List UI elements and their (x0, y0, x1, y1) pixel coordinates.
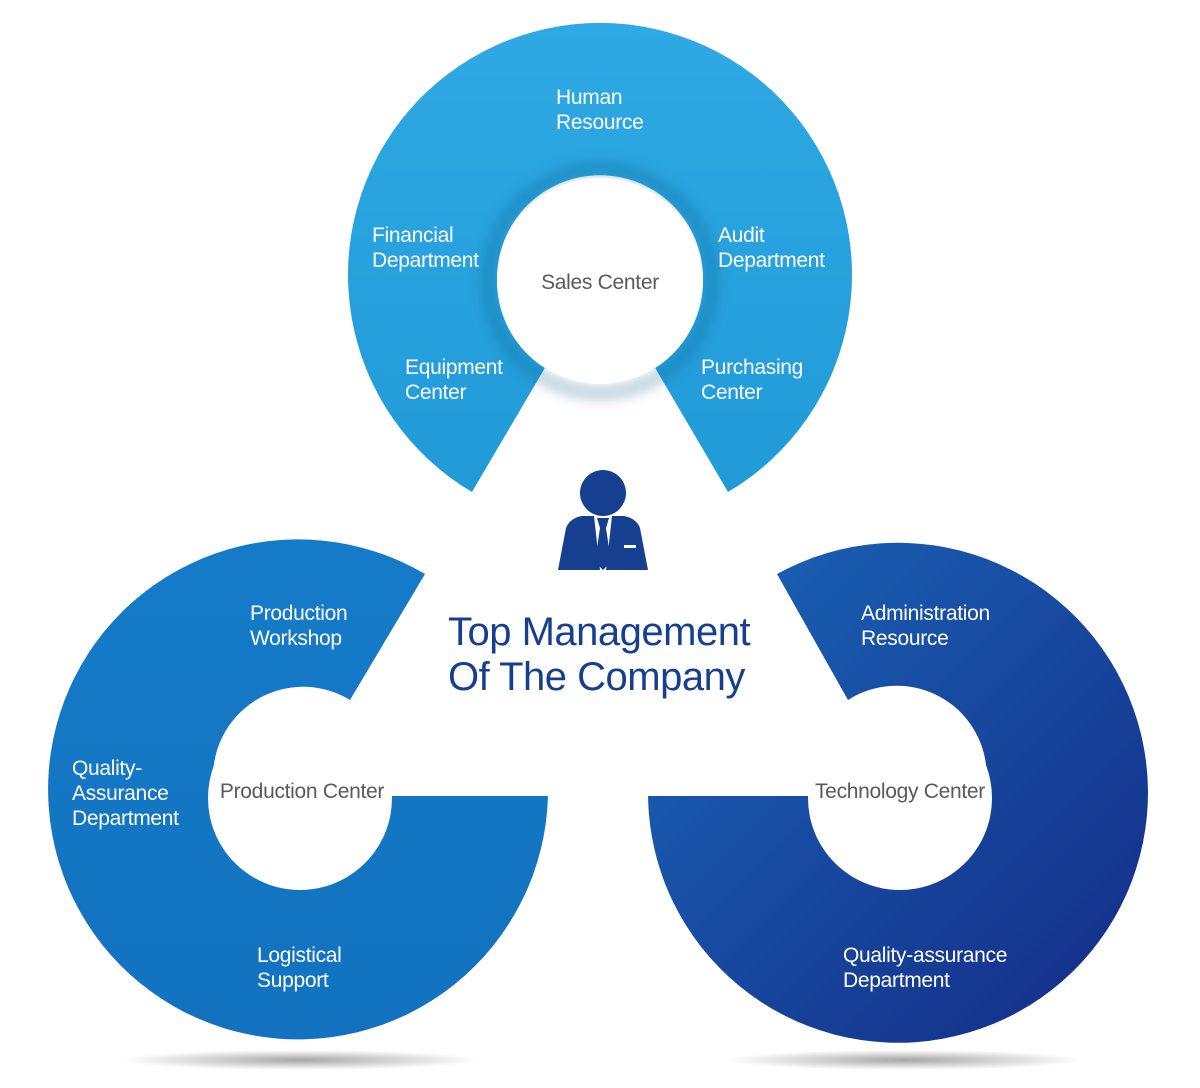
dept-logistical-support: Logistical Support (257, 944, 347, 992)
title-line-2: Of The Company (448, 655, 745, 699)
technology-shadow (725, 1050, 1085, 1070)
dept-quality-assurance-department: Quality- Assurance Department (72, 757, 179, 830)
dept-production-workshop: Production Workshop (250, 602, 353, 650)
dept-equipment-center: Equipment Center (405, 356, 508, 404)
dept-audit-department: Audit Department (718, 224, 825, 272)
dept-financial-department: Financial Department (372, 224, 479, 272)
production-center-name: Production Center (220, 780, 384, 803)
sales-center-name: Sales Center (541, 271, 659, 294)
technology-hub (808, 706, 992, 890)
dept-human-resource: Human Resource (556, 86, 643, 134)
dept-administration-resource: Administration Resource (861, 602, 995, 650)
sales-hub (497, 178, 703, 384)
sales-center-ring (348, 22, 853, 493)
dept-purchasing-center: Purchasing Center (701, 356, 809, 404)
title-line-1: Top Management (448, 610, 750, 654)
manager-icon (558, 470, 648, 570)
production-shadow (120, 1050, 480, 1070)
title: Top Management Of The Company (448, 610, 761, 699)
production-center-ring (48, 539, 549, 1040)
dept-quality-assurance-department-2: Quality-assurance Department (843, 944, 1013, 992)
technology-center-name: Technology Center (815, 780, 985, 803)
technology-center-ring (648, 542, 1148, 1043)
production-hub (208, 706, 392, 890)
